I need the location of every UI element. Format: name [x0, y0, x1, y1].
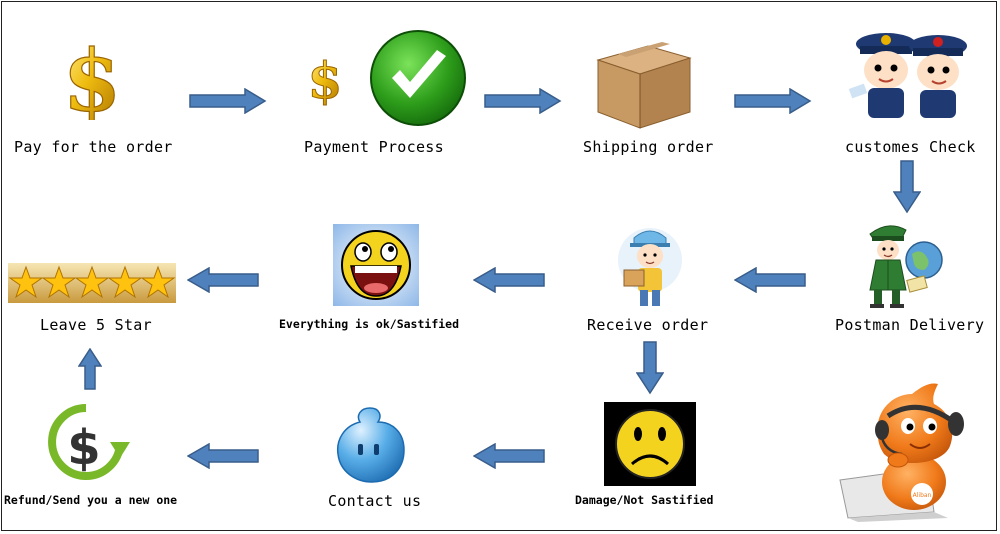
- label-ok: Everything is ok/Sastified: [279, 317, 460, 331]
- arrow-left-4: [187, 443, 259, 469]
- mascot-icon: Aliban: [839, 383, 964, 522]
- courier-icon: [618, 228, 682, 306]
- label-payment-process: Payment Process: [304, 138, 444, 156]
- label-damage: Damage/Not Sastified: [575, 493, 714, 507]
- dollar-icon: $: [62, 38, 122, 120]
- label-receive: Receive order: [587, 316, 709, 334]
- arrow-left-5: [473, 443, 545, 469]
- mascot-badge: Aliban: [913, 492, 932, 499]
- arrow-right-2: [484, 88, 562, 114]
- refund-dollar-icon: $: [48, 404, 130, 480]
- postman-icon: [869, 225, 943, 308]
- arrow-down-2: [636, 341, 664, 395]
- label-contact: Contact us: [328, 492, 422, 510]
- arrow-down-1: [893, 160, 921, 214]
- label-stars: Leave 5 Star: [40, 316, 152, 334]
- arrow-up-1: [78, 348, 102, 390]
- chat-bubble-icon: [336, 407, 405, 483]
- label-refund: Refund/Send you a new one: [4, 493, 178, 507]
- svg-text:$: $: [308, 51, 343, 110]
- five-stars-icon: [8, 263, 176, 303]
- dollar-check-icon: $: [307, 30, 466, 126]
- sad-face-icon: [604, 402, 696, 486]
- arrow-right-1: [189, 88, 267, 114]
- arrow-right-3: [734, 88, 812, 114]
- arrow-left-1: [187, 267, 259, 293]
- svg-text:$: $: [67, 420, 100, 476]
- box-icon: [596, 42, 692, 129]
- svg-text:$: $: [63, 38, 121, 120]
- label-shipping: Shipping order: [583, 138, 714, 156]
- label-postman: Postman Delivery: [835, 316, 985, 334]
- customs-officers-icon: [848, 33, 967, 118]
- arrow-left-2: [473, 267, 545, 293]
- label-pay: Pay for the order: [14, 138, 173, 156]
- label-customs: customes Check: [845, 138, 976, 156]
- laughing-face-icon: [333, 224, 419, 306]
- arrow-left-3: [734, 267, 806, 293]
